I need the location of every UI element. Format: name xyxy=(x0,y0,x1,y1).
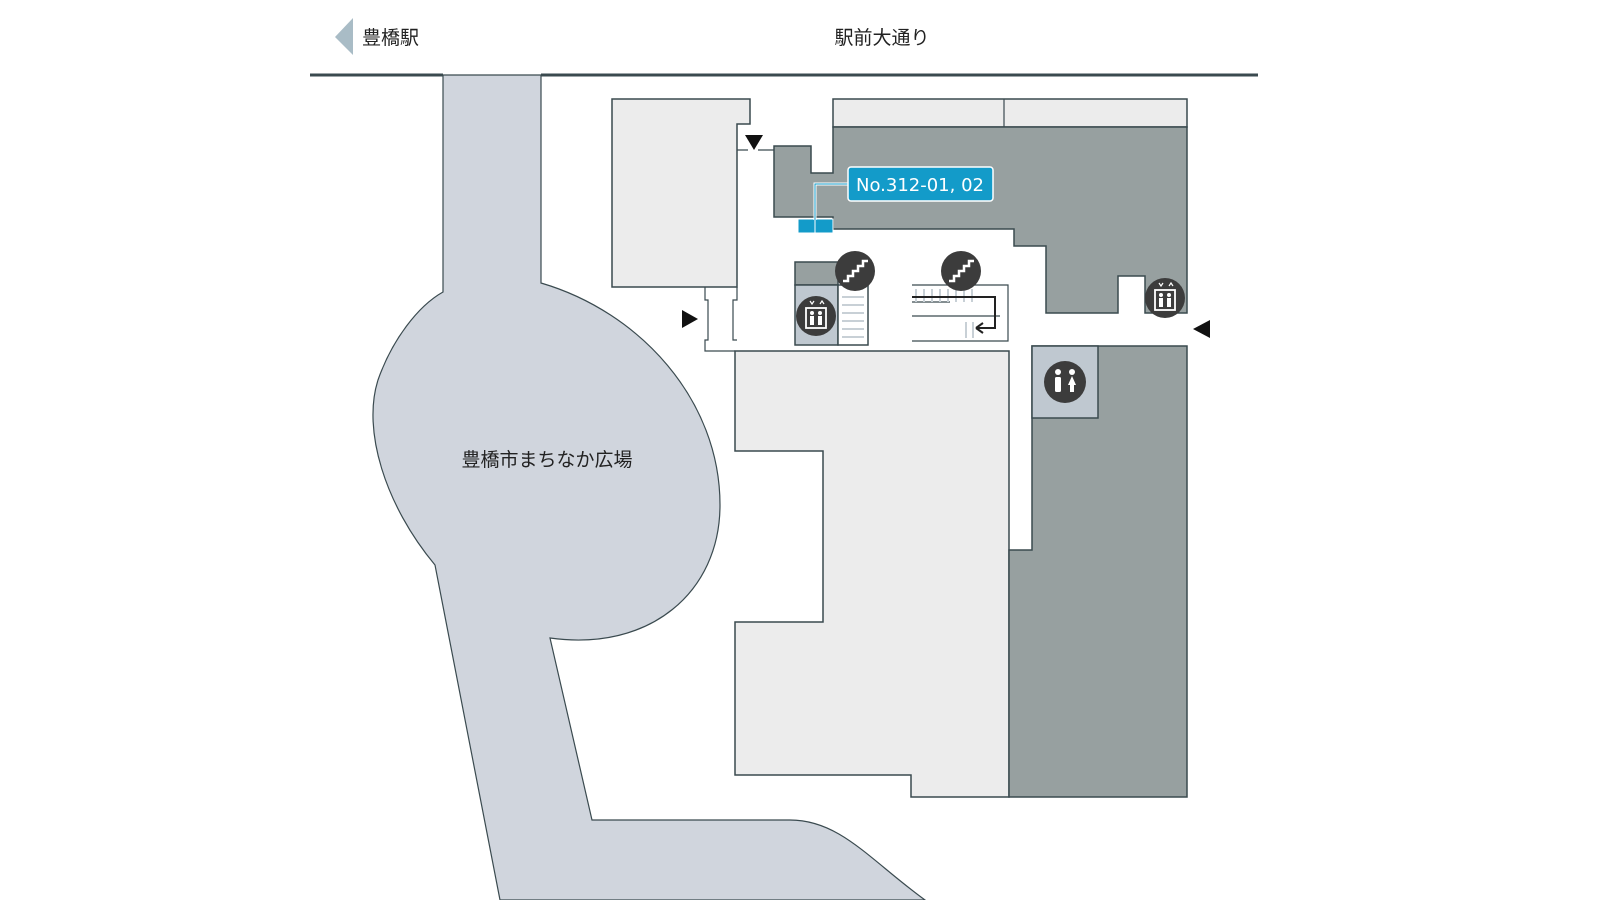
station-link[interactable]: 豊橋駅 xyxy=(335,18,419,55)
entrance-arrow-icon xyxy=(745,135,763,150)
building-southeast-dark xyxy=(1008,345,1188,798)
stair-steps xyxy=(842,296,864,338)
stairs-west[interactable] xyxy=(837,284,869,346)
entrance-arrow-icon xyxy=(682,310,698,328)
plaza-area[interactable] xyxy=(372,74,927,900)
toilet-icon[interactable] xyxy=(1044,361,1086,403)
station-label: 豊橋駅 xyxy=(362,27,419,49)
stairs-icon[interactable] xyxy=(941,251,981,291)
plaza-label: 豊橋市まちなか広場 xyxy=(461,449,632,471)
building-south-light xyxy=(734,350,1010,798)
elevator-icon[interactable] xyxy=(1145,278,1185,318)
stairs-east[interactable] xyxy=(912,284,1009,342)
unit-label-text: No.312-01, 02 xyxy=(856,175,984,196)
west-entrance-door xyxy=(704,149,774,352)
entrance-arrow-icon xyxy=(1193,320,1210,338)
elevator-block-top xyxy=(794,261,839,286)
street-label: 駅前大通り xyxy=(834,27,929,49)
building-north-strip xyxy=(832,98,1188,128)
unit-312-01[interactable] xyxy=(797,218,816,234)
stairs-icon[interactable] xyxy=(835,251,875,291)
elevator-icon[interactable] xyxy=(796,296,836,336)
back-arrow-icon xyxy=(335,18,353,55)
unit-label[interactable]: No.312-01, 02 xyxy=(847,166,994,202)
unit-312-02[interactable] xyxy=(814,218,834,234)
building-northwest xyxy=(611,98,751,288)
